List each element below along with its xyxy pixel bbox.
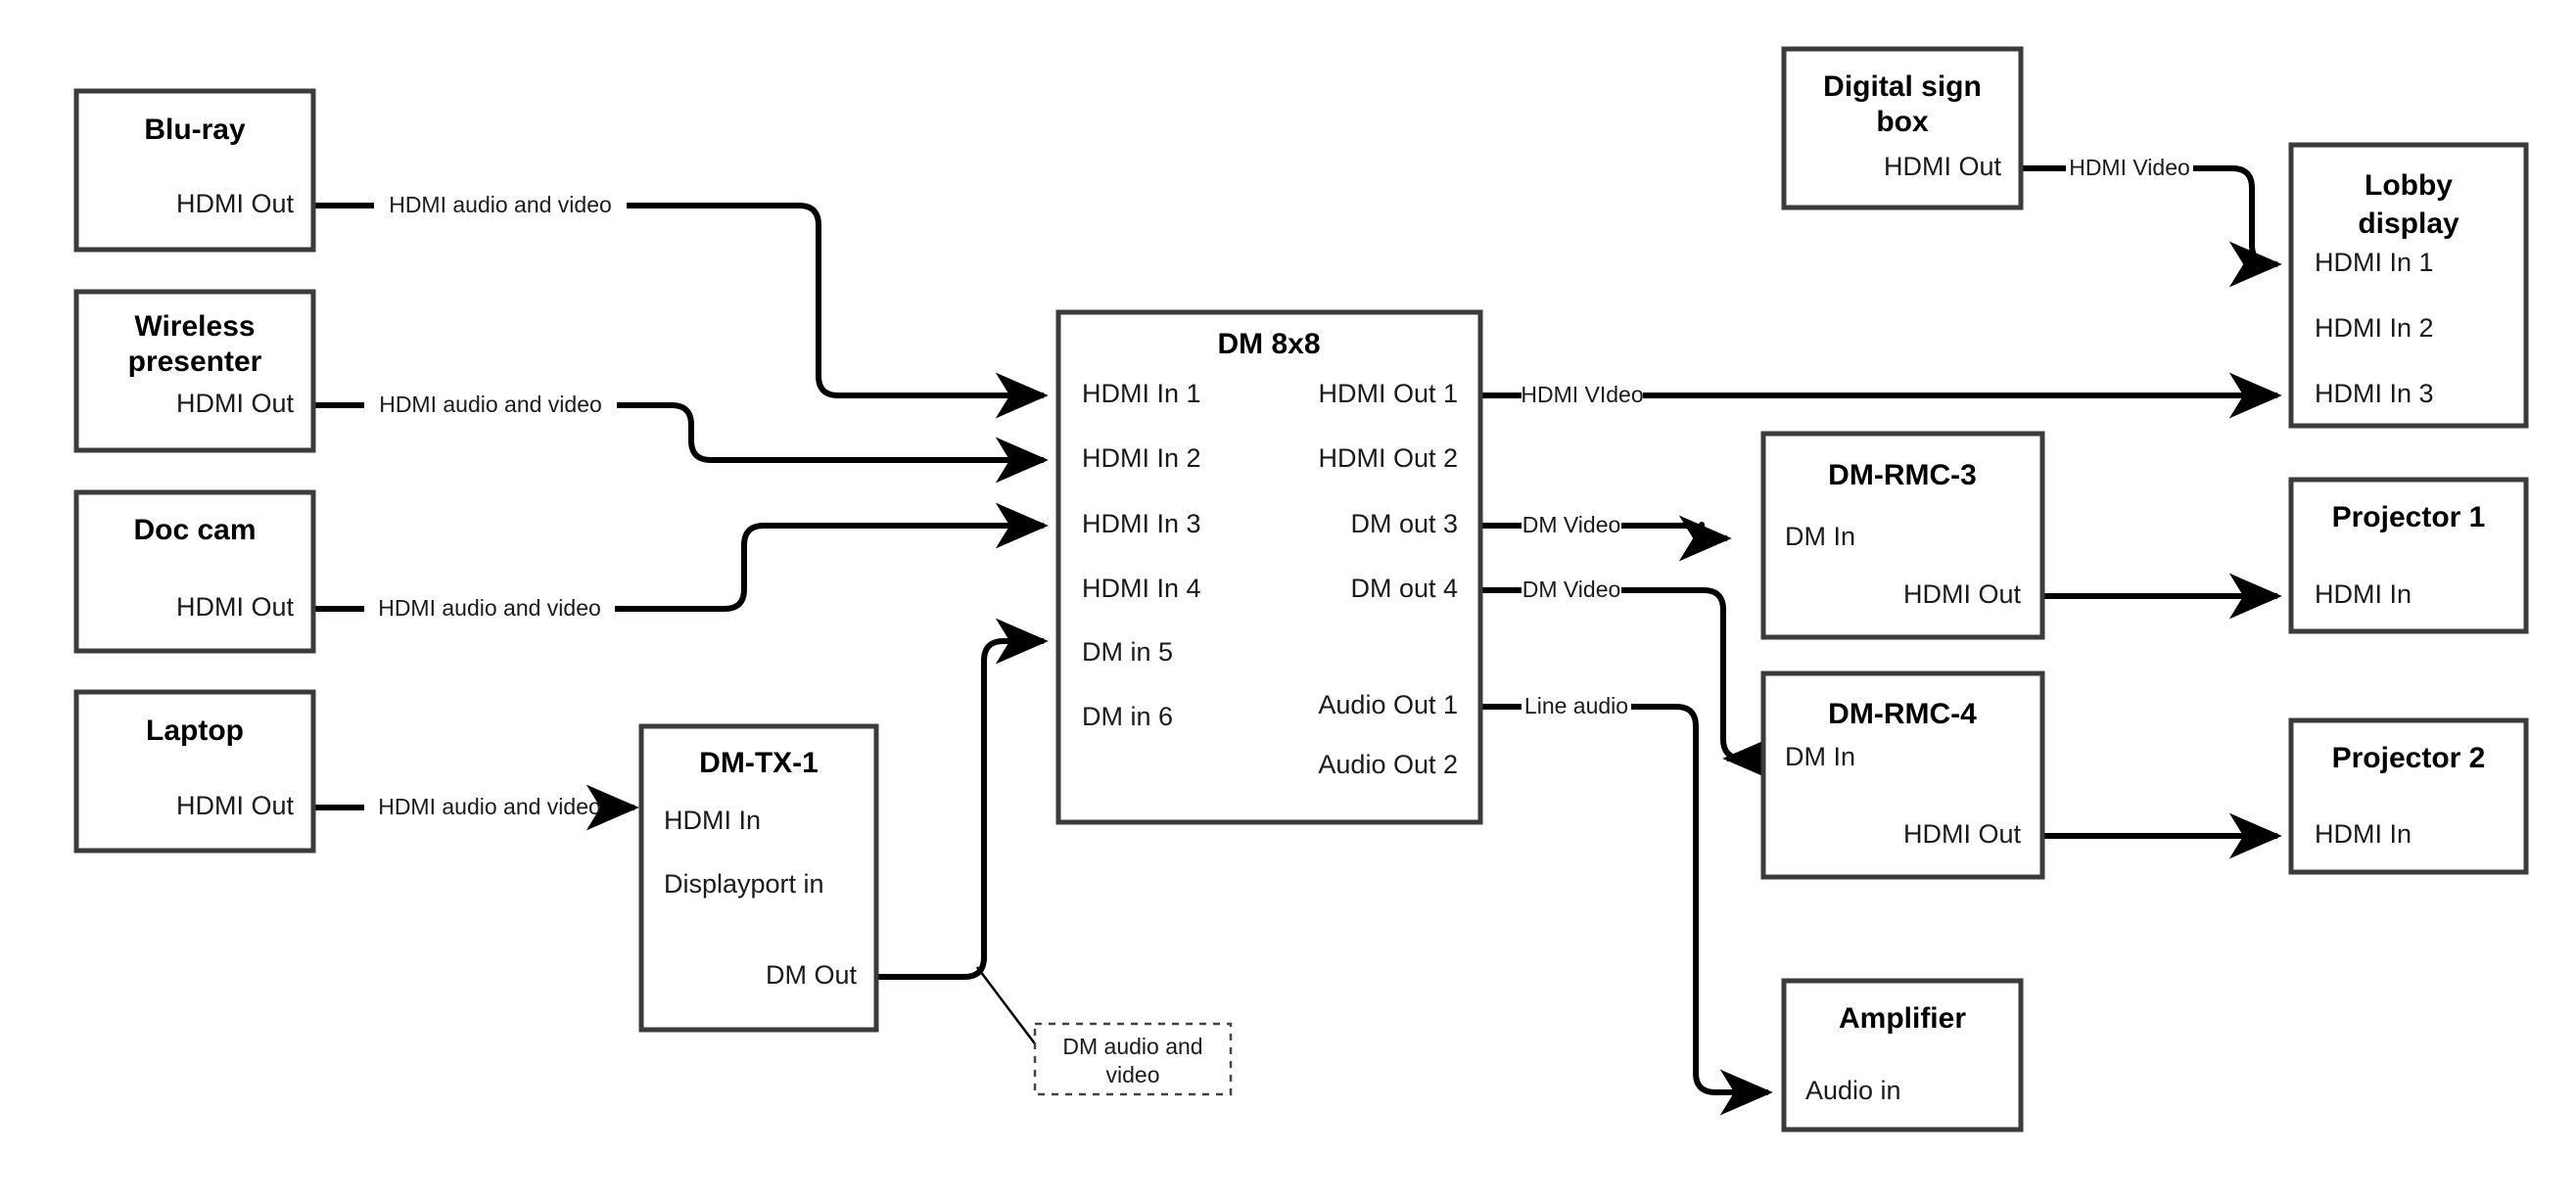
projector-2-title: Projector 2 [2332,742,2486,774]
lobby-display-input-3: HDMI In 3 [2315,379,2434,408]
lobby-display-input-2: HDMI In 2 [2315,313,2434,343]
wire-wireless-to-dm8x8 [313,402,1044,460]
device-projector-2[interactable]: Projector 2 HDMI In [2288,717,2529,875]
dm-audio-video-note-box [1033,1022,1233,1096]
wireless-presenter-box[interactable] [73,289,316,453]
dm-rmc-4-box[interactable] [1760,670,2045,880]
dm-8x8-output-5: Audio Out 1 [1318,690,1458,719]
doc-cam-port-hdmi-out: HDMI Out [176,592,295,622]
device-doc-cam[interactable]: Doc cam HDMI Out [73,489,316,654]
dm-8x8-output-4: DM out 4 [1350,574,1458,603]
label-dm8x8-dmout3: DM Video [1522,512,1621,537]
connection-label-layer: HDMI audio and video HDMI audio and vide… [378,155,2190,819]
device-amplifier[interactable]: Amplifier Audio in [1781,978,2024,1132]
device-laptop[interactable]: Laptop HDMI Out [73,689,316,854]
amplifier-port-audio-in: Audio in [1805,1076,1901,1105]
amplifier-box[interactable] [1781,978,2024,1132]
projector-2-box[interactable] [2288,717,2529,875]
device-digital-sign-box[interactable]: Digital sign box HDMI Out [1781,46,2024,210]
dm-8x8-input-4: HDMI In 4 [1082,574,1201,603]
dm-rmc-3-box[interactable] [1760,431,2045,640]
dm-rmc-3-title: DM-RMC-3 [1828,459,1977,491]
device-dm-rmc-3[interactable]: DM-RMC-3 DM In HDMI Out [1760,431,2045,640]
dm-tx-1-box[interactable] [638,723,879,1033]
dm-audio-video-note-line1: DM audio and [1062,1034,1202,1059]
lobby-display-box[interactable] [2288,142,2529,429]
device-wireless-presenter[interactable]: Wireless presenter HDMI Out [73,289,316,453]
dm-tx-1-port-dm-out: DM Out [766,960,858,990]
laptop-box[interactable] [73,689,316,854]
wire-dmtx1-to-dm8x8 [876,618,1049,980]
wire-doccam-to-dm8x8 [313,526,1044,612]
dm-rmc-4-port-hdmi-out: HDMI Out [1903,819,2022,849]
wire-bluray-to-dm8x8 [313,203,1044,395]
lobby-display-title-line1: Lobby [2365,169,2453,202]
device-projector-1[interactable]: Projector 1 HDMI In [2288,477,2529,634]
dm-8x8-input-2: HDMI In 2 [1082,443,1201,473]
device-dm-rmc-4[interactable]: DM-RMC-4 DM In HDMI Out [1760,670,2045,880]
wireless-presenter-title-line1: Wireless [134,310,255,343]
label-dm8x8-hdmiout1: HDMI VIdeo [1521,382,1643,407]
digital-sign-box-box[interactable] [1781,46,2024,210]
leader-dm-audio-video-note [976,966,1041,1051]
lobby-display-title-line2: display [2358,208,2459,240]
lobby-display-input-1: HDMI In 1 [2315,248,2434,277]
bluray-port-hdmi-out: HDMI Out [176,189,295,218]
wire-layer [313,165,2277,1092]
dm-tx-1-port-hdmi-in: HDMI In [664,806,761,835]
dm-8x8-input-6: DM in 6 [1082,702,1173,731]
digital-sign-box-title-line2: box [1876,106,1929,138]
dm-8x8-input-3: HDMI In 3 [1082,509,1201,538]
dm-8x8-input-1: HDMI In 1 [1082,379,1201,408]
projector-1-port-hdmi-in: HDMI In [2315,579,2412,609]
device-dm-tx-1[interactable]: DM-TX-1 HDMI In Displayport in DM Out [638,723,879,1033]
label-doccam-to-dm8x8: HDMI audio and video [378,595,601,621]
dm-audio-video-note-line2: video [1106,1062,1160,1087]
projector-1-title: Projector 1 [2332,501,2486,533]
digital-sign-box-port-hdmi-out: HDMI Out [1884,152,2002,181]
dm-8x8-output-1: HDMI Out 1 [1318,379,1458,408]
bluray-box[interactable] [73,88,316,253]
digital-sign-box-title-line1: Digital sign [1823,70,1982,103]
note-dm-audio-and-video: DM audio and video [1033,1022,1233,1096]
device-bluray[interactable]: Blu-ray HDMI Out [73,88,316,253]
projector-2-port-hdmi-in: HDMI In [2315,819,2412,849]
doc-cam-title: Doc cam [133,514,256,546]
dm-8x8-output-3: DM out 3 [1350,509,1458,538]
dm-8x8-output-6: Audio Out 2 [1318,750,1458,779]
label-wireless-to-dm8x8: HDMI audio and video [379,392,602,417]
projector-1-box[interactable] [2288,477,2529,634]
dm-8x8-box[interactable] [1055,309,1483,825]
wireless-presenter-title-line2: presenter [128,346,262,378]
dm-tx-1-title: DM-TX-1 [699,747,819,779]
laptop-port-hdmi-out: HDMI Out [176,791,295,820]
wireless-presenter-port-hdmi-out: HDMI Out [176,389,295,418]
label-dm8x8-dmout4: DM Video [1522,577,1621,602]
device-dm-8x8[interactable]: DM 8x8 HDMI In 1 HDMI In 2 HDMI In 3 HDM… [1055,309,1483,825]
wire-dm8x8-dmout4-to-rmc4 [1480,587,1743,759]
dm-rmc-3-port-hdmi-out: HDMI Out [1903,579,2022,609]
dm-rmc-4-title: DM-RMC-4 [1828,698,1977,730]
dm-8x8-title: DM 8x8 [1217,328,1320,360]
doc-cam-box[interactable] [73,489,316,654]
dm-tx-1-port-displayport-in: Displayport in [664,869,824,899]
amplifier-title: Amplifier [1839,1002,1966,1035]
dm-rmc-3-port-dm-in: DM In [1785,522,1855,551]
device-lobby-display[interactable]: Lobby display HDMI In 1 HDMI In 2 HDMI I… [2288,142,2529,429]
wire-signbox-to-lobby [2021,165,2277,264]
label-bluray-to-dm8x8: HDMI audio and video [389,192,612,217]
label-signbox-to-lobby: HDMI Video [2069,155,2190,180]
label-dm8x8-audioout1: Line audio [1524,693,1628,718]
wire-dm8x8-dmout3-to-rmc3 [1480,525,1727,539]
label-laptop-to-dmtx1: HDMI audio and video [378,794,601,819]
dm-8x8-output-2: HDMI Out 2 [1318,443,1458,473]
dm-8x8-input-5: DM in 5 [1082,637,1173,667]
wire-dm8x8-audioout1-to-amp [1480,704,1768,1092]
dm-rmc-4-port-dm-in: DM In [1785,742,1855,771]
laptop-title: Laptop [146,715,244,747]
bluray-title: Blu-ray [144,114,246,146]
